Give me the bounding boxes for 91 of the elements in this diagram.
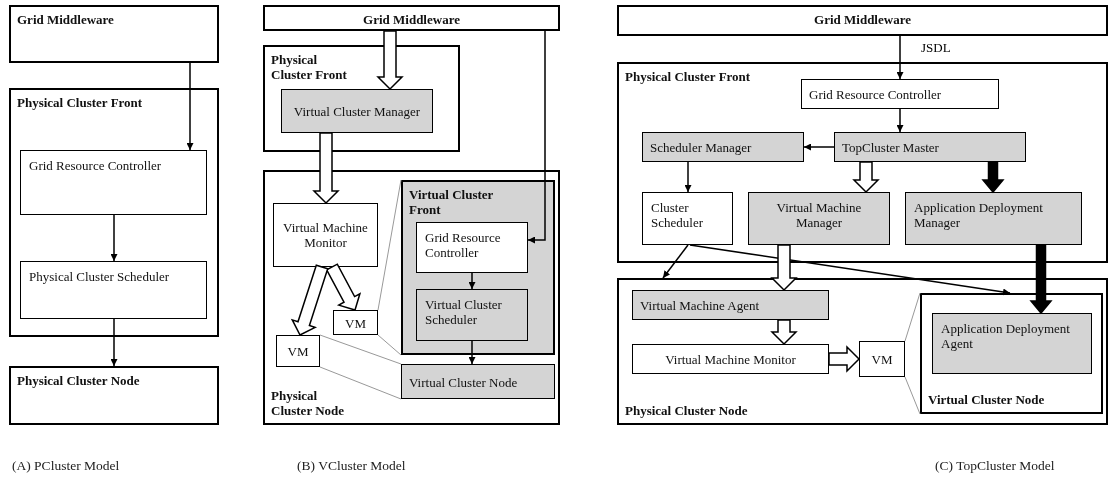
component-label: Application Deployment Agent	[941, 321, 1071, 351]
group-title: Grid Middleware	[17, 12, 114, 27]
arrow	[896, 108, 904, 133]
component-box	[632, 290, 829, 320]
figure-caption: (B) VCluster Model	[297, 458, 406, 474]
component-label: Scheduler Manager	[650, 139, 753, 155]
component-box	[416, 289, 528, 341]
component-box	[333, 310, 378, 335]
arrow	[527, 30, 546, 244]
component-box	[859, 341, 905, 377]
component-label: Physical Cluster Scheduler	[29, 269, 171, 284]
component-label: Grid Resource Controller	[425, 230, 502, 260]
component-box	[801, 79, 999, 109]
arrow	[689, 244, 1011, 296]
group-title: Physical Cluster Node	[17, 373, 140, 388]
group-title: Grid Middleware	[813, 12, 912, 27]
component-label: Virtual Cluster Manager	[292, 103, 422, 119]
connector-line	[904, 292, 921, 342]
container-box	[920, 293, 1103, 414]
group-title: Physical Cluster Front	[271, 52, 348, 82]
block-arrow	[1029, 244, 1053, 315]
block-arrow	[981, 161, 1005, 194]
hollow-arrow	[325, 263, 362, 311]
hollow-arrow	[828, 345, 861, 373]
component-box	[401, 364, 555, 399]
group-title: Physical Cluster Front	[625, 69, 751, 84]
container-box	[617, 62, 1108, 263]
group-title: Physical Cluster Node	[625, 403, 748, 418]
component-box	[273, 203, 378, 267]
arrow	[110, 214, 118, 262]
connector-line	[904, 376, 921, 415]
hollow-arrow	[376, 30, 404, 91]
component-box	[276, 335, 320, 367]
container-box	[263, 45, 460, 152]
component-label: Grid Resource Controller	[29, 158, 163, 173]
component-label: Cluster Scheduler	[651, 200, 704, 230]
component-box	[748, 192, 890, 245]
component-box	[932, 313, 1092, 374]
hollow-arrow	[312, 132, 340, 205]
component-box	[281, 89, 433, 133]
container-box	[263, 5, 560, 31]
arrow	[803, 143, 835, 151]
component-box	[632, 344, 829, 374]
container-box	[9, 5, 219, 63]
container-box	[401, 180, 555, 355]
figure-caption: (C) TopCluster Model	[935, 458, 1055, 474]
container-box	[263, 170, 560, 425]
component-label: Virtual Machine Manager	[775, 200, 863, 230]
group-title: Grid Middleware	[362, 12, 461, 27]
container-box	[617, 278, 1108, 425]
group-title: Virtual Cluster Front	[409, 187, 495, 217]
component-box	[905, 192, 1082, 245]
component-label: Virtual Machine Monitor	[282, 220, 369, 250]
container-box	[617, 5, 1108, 36]
component-label: Grid Resource Controller	[809, 86, 943, 102]
component-label: Virtual Cluster Scheduler	[425, 297, 503, 327]
component-label: VM	[870, 351, 894, 367]
arrow	[662, 244, 689, 279]
connector-line	[319, 334, 402, 365]
container-box	[9, 366, 219, 425]
hollow-arrow	[290, 264, 329, 336]
component-label: Virtual Cluster Node	[409, 374, 519, 389]
component-label: TopCluster Master	[842, 139, 940, 155]
component-box	[642, 132, 804, 162]
component-label: Virtual Machine Agent	[640, 297, 761, 313]
component-label: VM	[286, 343, 310, 359]
arrow	[468, 272, 476, 290]
container-box	[9, 88, 219, 337]
connector-line	[377, 334, 402, 356]
component-label: Virtual Machine Monitor	[664, 351, 797, 367]
component-box	[416, 222, 528, 273]
component-label: VM	[344, 315, 367, 330]
group-title: Virtual Cluster Node	[928, 392, 1045, 407]
connector-line	[377, 179, 402, 311]
arrow	[684, 161, 692, 193]
arrow	[186, 62, 194, 151]
arrow	[896, 35, 904, 80]
hollow-arrow	[770, 244, 798, 292]
figure-caption: (A) PCluster Model	[12, 458, 120, 474]
component-box	[834, 132, 1026, 162]
connector-line	[319, 366, 402, 400]
arrow	[468, 340, 476, 365]
group-title: Physical Cluster Node	[271, 388, 346, 418]
component-box	[642, 192, 733, 245]
component-box	[20, 150, 207, 215]
component-box	[20, 261, 207, 319]
hollow-arrow	[852, 161, 880, 194]
arrow	[110, 318, 118, 367]
group-title: Physical Cluster Front	[17, 95, 143, 110]
component-label: Application Deployment Manager	[914, 200, 1044, 230]
hollow-arrow	[770, 319, 798, 346]
